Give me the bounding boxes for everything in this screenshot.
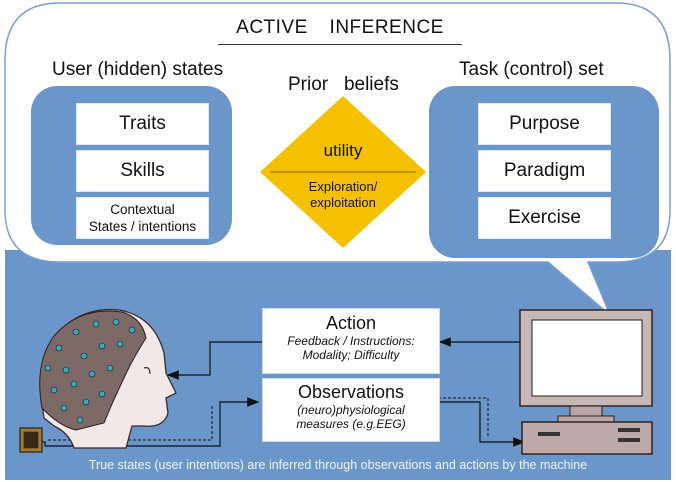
contextual-states-box: Contextual States / intentions	[76, 197, 209, 239]
exploration-line1: Exploration/	[309, 179, 378, 194]
purpose-box: Purpose	[478, 103, 611, 145]
traits-box: Traits	[76, 103, 209, 145]
sensor-dashed-line	[48, 406, 213, 441]
action-line2: Modality; Difficulty	[302, 348, 400, 362]
observations-line1: (neuro)physiological	[297, 403, 405, 417]
title-word-active: ACTIVE	[236, 17, 308, 38]
prior-beliefs-diamond: utility Exploration/ exploitation	[260, 96, 426, 248]
exercise-box: Exercise	[478, 197, 611, 239]
observations-line2: measures (e.g.EEG)	[296, 417, 406, 431]
paradigm-box: Paradigm	[478, 150, 611, 192]
electrode-dots-icon	[44, 318, 136, 424]
observations-to-computer-arrow	[438, 401, 526, 447]
computer-illustration	[519, 309, 653, 455]
page-title: ACTIVE INFERENCE	[218, 14, 462, 45]
title-word-inference: INFERENCE	[329, 17, 444, 38]
exploration-line2: exploitation	[310, 195, 376, 210]
footer-caption: True states (user intentions) are inferr…	[88, 458, 588, 472]
contextual-line2: States / intentions	[88, 219, 197, 234]
observations-dashed-line	[438, 397, 489, 436]
utility-label: utility	[324, 141, 363, 160]
task-set-heading: Task (control) set	[459, 59, 604, 80]
monitor-screen-icon	[531, 319, 643, 397]
eeg-head-illustration	[19, 308, 177, 453]
action-to-user-arrow	[166, 341, 262, 380]
action-line1: Feedback / Instructions:	[287, 334, 415, 348]
contextual-line1: Contextual	[110, 202, 175, 217]
prior-beliefs-heading: Prior beliefs	[288, 74, 399, 95]
observations-box: Observations (neuro)physiological measur…	[262, 378, 440, 442]
skills-box: Skills	[76, 150, 209, 192]
user-states-heading: User (hidden) states	[52, 59, 224, 80]
action-heading: Action	[325, 313, 377, 333]
action-box: Action Feedback / Instructions: Modality…	[262, 308, 440, 374]
observations-heading: Observations	[297, 382, 405, 402]
